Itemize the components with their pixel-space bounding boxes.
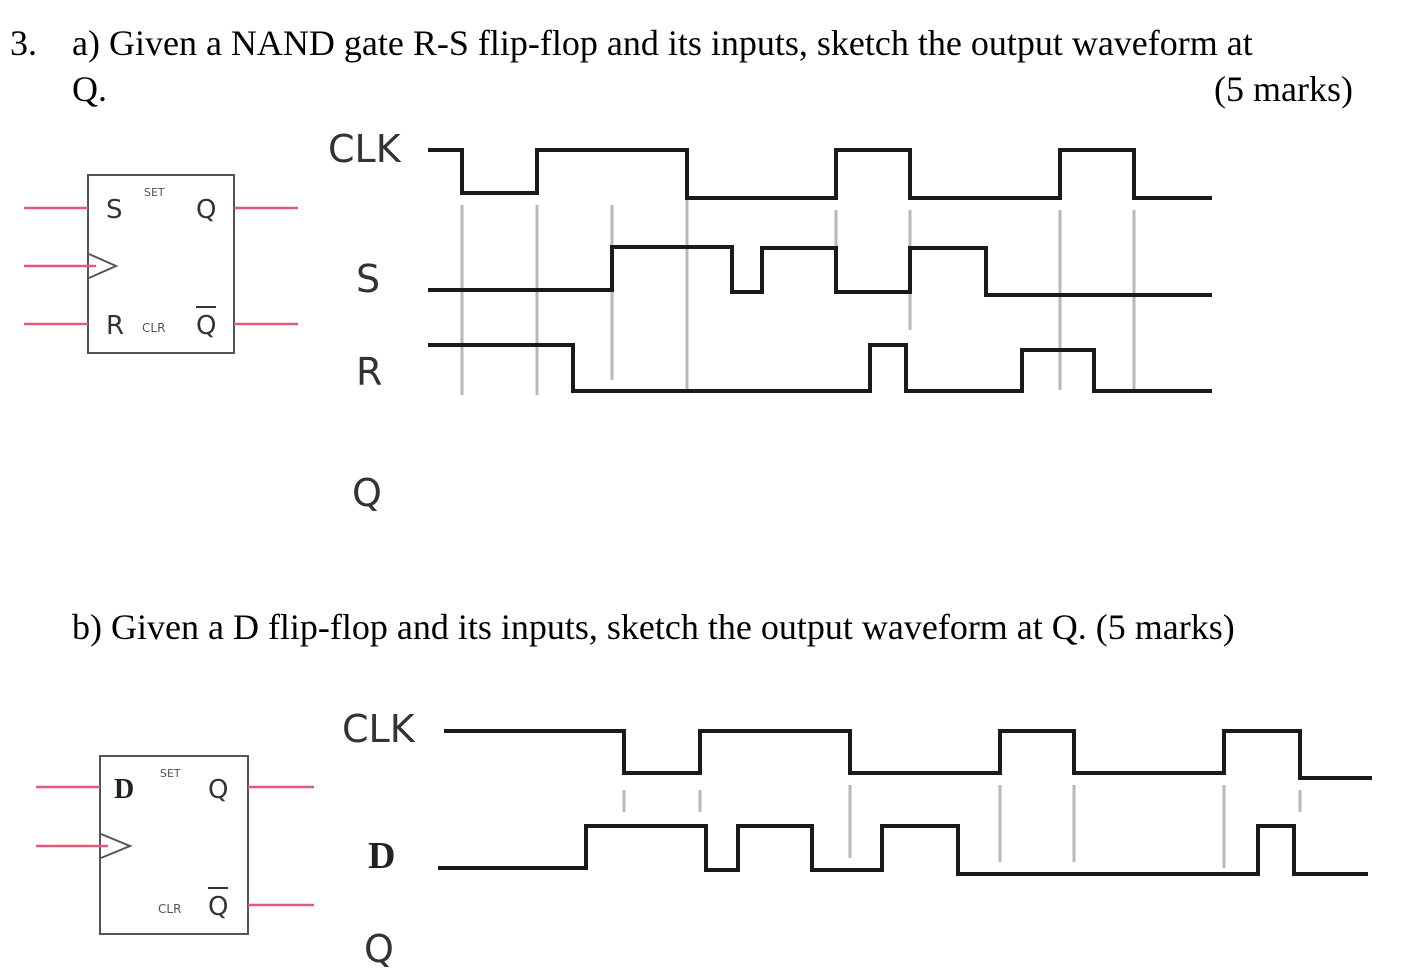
rs-flipflop-symbol: S SET Q R CLR Q <box>24 174 298 354</box>
d-clk-label: CLK <box>342 707 416 751</box>
d-d-wave-label: D <box>368 835 395 877</box>
rs-s-wave-label: S <box>356 257 380 301</box>
part-b-prompt: b) Given a D flip-flop and its inputs, s… <box>72 607 1235 647</box>
part-a-prompt: a) Given a NAND gate R-S flip-flop and i… <box>72 23 1253 63</box>
question-number: 3. <box>10 23 37 63</box>
d-set-label: SET <box>160 767 181 780</box>
d-guide-lines <box>622 785 1302 868</box>
d-flipflop-symbol: D SET Q CLR Q <box>36 755 314 935</box>
part-a-prompt-continued: Q. <box>72 69 107 109</box>
d-clr-label: CLR <box>158 902 181 916</box>
rs-qbar-label: Q <box>196 311 216 341</box>
d-clock-triangle-icon <box>100 833 133 859</box>
rs-clk-label: CLK <box>328 127 402 171</box>
d-d-label: D <box>114 774 134 805</box>
rs-r-wave-label: R <box>356 350 382 394</box>
d-clk-waveform <box>444 729 1372 780</box>
rs-r-waveform <box>428 343 1212 393</box>
clock-triangle-icon <box>88 253 119 279</box>
d-qbar-label: Q <box>208 892 228 922</box>
rs-clk-waveform <box>428 148 1212 200</box>
rs-s-label: S <box>106 195 123 225</box>
part-a-marks: (5 marks) <box>1214 69 1353 109</box>
rs-guide-lines <box>460 150 1136 395</box>
rs-clr-label: CLR <box>142 321 165 335</box>
rs-set-label: SET <box>144 186 165 199</box>
d-q-label: Q <box>208 775 228 805</box>
d-q-wave-label: Q <box>364 927 394 971</box>
rs-q-label: Q <box>196 195 216 225</box>
rs-s-waveform <box>428 245 1212 297</box>
rs-q-wave-label: Q <box>352 471 382 515</box>
d-d-waveform <box>438 824 1368 876</box>
rs-r-label: R <box>106 311 124 341</box>
